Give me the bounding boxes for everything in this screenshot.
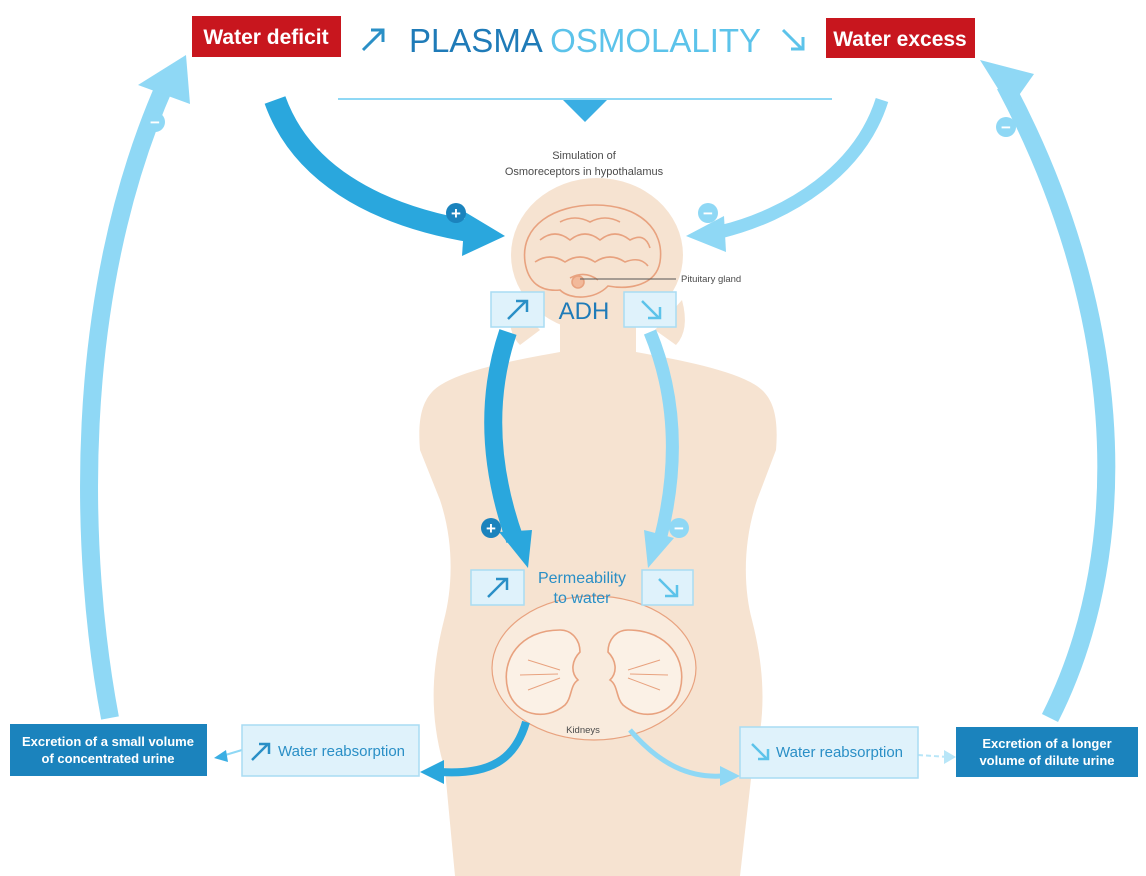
water-deficit-label: Water deficit <box>203 26 328 49</box>
water-excess-label: Water excess <box>833 28 966 51</box>
arrow-up-right-icon <box>363 30 383 50</box>
permeability-label-line1: Permeability <box>538 570 626 587</box>
adh-label: ADH <box>559 298 610 325</box>
title-plasma: PLASMA <box>409 22 550 59</box>
permeability-label-line2: to water <box>554 590 612 607</box>
right-reabsorption-label: Water reabsorption <box>776 744 903 761</box>
right-reabsorption-box: Water reabsorption <box>740 727 918 778</box>
osmolality-pointer <box>563 100 607 122</box>
minus-sign-brain-right: − <box>698 203 718 223</box>
left-reabsorption-label: Water reabsorption <box>278 743 405 760</box>
left-excretion-line1: Excretion of a small volume <box>22 734 194 749</box>
svg-text:+: + <box>451 204 461 223</box>
left-reabsorption-box: Water reabsorption <box>242 725 419 776</box>
excess-to-brain-arrow <box>720 100 882 232</box>
svg-text:−: − <box>703 204 713 223</box>
right-feedback-arc <box>1005 85 1106 718</box>
plus-sign-brain-left: + <box>446 203 466 223</box>
page-title: PLASMA OSMOLALITY <box>409 22 761 59</box>
svg-text:−: − <box>674 519 684 538</box>
kidneys-label: Kidneys <box>566 725 600 736</box>
svg-text:−: − <box>150 113 160 132</box>
plus-sign-permeability-left: + <box>481 518 501 538</box>
left-excretion-box: Excretion of a small volume of concentra… <box>10 724 207 776</box>
minus-sign-permeability-right: − <box>669 518 689 538</box>
right-excretion-line2: volume of dilute urine <box>979 753 1114 768</box>
right-excretion-line1: Excretion of a longer <box>982 736 1111 751</box>
title-osmolality: OSMOLALITY <box>550 22 761 59</box>
svg-text:−: − <box>1001 118 1011 137</box>
minus-sign-left-arc: − <box>145 112 165 132</box>
kidneys-illustration <box>492 596 696 740</box>
deficit-to-brain-arrow <box>275 100 475 232</box>
minus-sign-right-arc: − <box>996 117 1016 137</box>
arrow-down-right-icon <box>783 30 803 49</box>
water-excess-badge: Water excess <box>826 18 975 58</box>
left-excretion-line2: of concentrated urine <box>42 751 175 766</box>
right-feedback-arrowhead <box>980 60 1034 108</box>
pituitary-label: Pituitary gland <box>681 274 741 285</box>
stimulation-label-line1: Simulation of <box>552 150 617 162</box>
left-feedback-arc <box>89 85 165 718</box>
svg-text:+: + <box>486 519 496 538</box>
water-deficit-badge: Water deficit <box>192 16 341 57</box>
right-excretion-box: Excretion of a longer volume of dilute u… <box>956 727 1138 777</box>
stimulation-label-line2: Osmoreceptors in hypothalamus <box>505 166 664 178</box>
